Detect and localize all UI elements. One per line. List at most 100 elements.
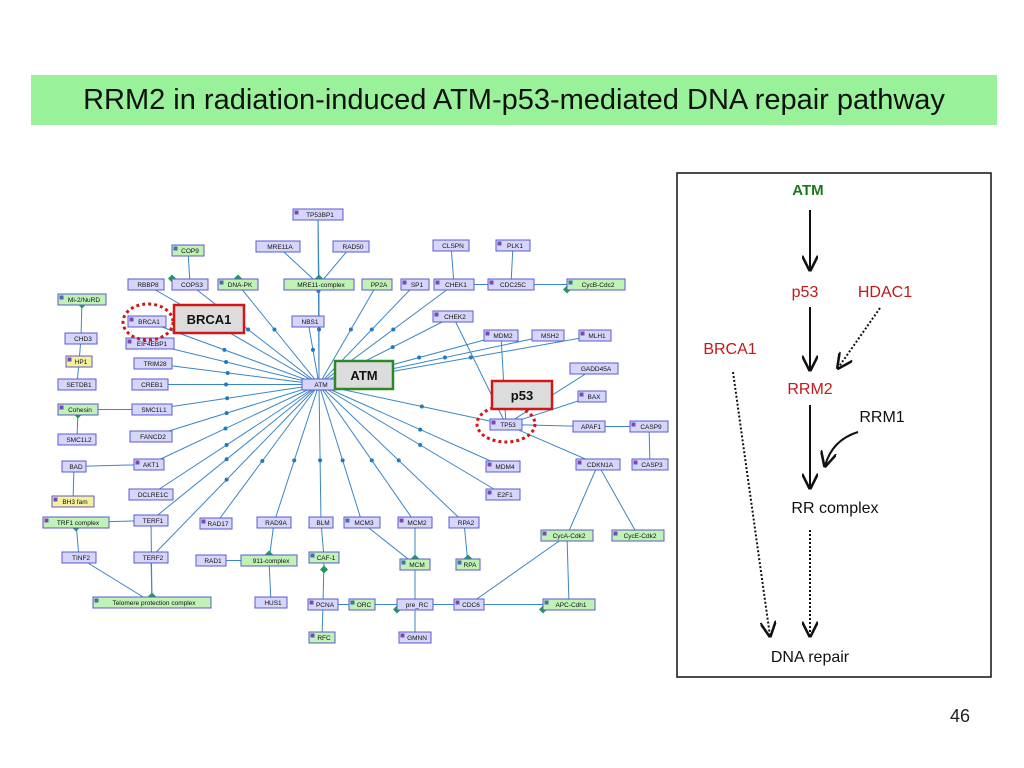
edge-dot — [224, 457, 229, 462]
edge-dot — [419, 404, 424, 409]
node-label-blm: BLM — [316, 520, 329, 527]
node-bax: BAX — [577, 390, 607, 403]
node-label-rad9a: RAD9A — [265, 520, 287, 527]
node-label-rad1: RAD1 — [204, 558, 222, 565]
node-mre11a: MRE11A — [255, 240, 301, 253]
node-label-hp1: HP1 — [75, 359, 88, 366]
node-label-pp2a: PP2A — [371, 282, 388, 289]
node-complex911: 911-complex — [240, 554, 298, 567]
edge-cdkn1a-cycacdk2 — [566, 464, 599, 536]
node-label-cycacdk2: CycA-Cdk2 — [553, 533, 586, 540]
node-label-cdc25c: CDC25C — [500, 282, 526, 289]
node-label-fancd2: FANCD2 — [140, 434, 166, 441]
node-label-trf1complex: TRF1 complex — [57, 520, 100, 527]
node-label-tinf2: TINF2 — [72, 555, 90, 562]
node-smc1l1: SMC1L1 — [131, 403, 173, 416]
edge-dot — [442, 355, 447, 360]
edge-dot — [224, 359, 229, 364]
node-label-bad: BAD — [69, 464, 83, 471]
node-plk1: PLK1 — [495, 239, 531, 252]
node-cohesin: Cohesin — [57, 403, 99, 416]
edge-mcm3-mcm — [361, 522, 416, 565]
network-edges — [72, 214, 651, 638]
node-label-chek1: CHEK1 — [445, 282, 467, 289]
edge-atm-dclre1c — [150, 384, 320, 495]
node-label-caf1: CAF-1 — [317, 555, 336, 562]
edge-atm-smc1l1 — [151, 384, 320, 410]
node-msh2: MSH2 — [531, 329, 565, 342]
node-apccdh1: APC-Cdh1 — [542, 598, 596, 611]
edge-atm-rad9a — [273, 384, 320, 523]
node-label-prerc: pre_RC — [406, 602, 429, 609]
edge-atm-terf2 — [150, 384, 320, 558]
pathway-dna-repair: DNA repair — [771, 649, 850, 666]
edge-dot — [224, 382, 229, 387]
atm-callout: ATM — [333, 359, 395, 391]
edge-dot — [468, 355, 473, 360]
node-label-terf2: TERF2 — [143, 555, 164, 562]
node-apaf1: APAF1 — [572, 420, 606, 433]
node-e2f1: E2F1 — [485, 488, 521, 501]
pathway-rrm1: RRM1 — [859, 409, 904, 426]
node-pp2a: PP2A — [361, 278, 393, 291]
node-caf1: CAF-1 — [308, 551, 340, 564]
node-orc: ORC — [348, 598, 376, 611]
node-label-atm: ATM — [314, 382, 327, 389]
node-trf1complex: TRF1 complex — [42, 516, 110, 529]
node-gmnn: GMNN — [398, 631, 432, 644]
edge-clspn-chek1 — [450, 245, 455, 285]
brca1-callout: BRCA1 — [172, 303, 246, 335]
edge-dot — [317, 327, 321, 332]
edge-plk1-cdc25c — [510, 245, 514, 285]
edge-atm-e2f1 — [318, 384, 504, 495]
edge-atm-cops3 — [189, 284, 320, 385]
node-smc1l2: SMC1L2 — [57, 433, 97, 446]
edge-atm-dnapk — [237, 284, 320, 385]
node-label-mi2nurd: Mi-2/NuRD — [68, 297, 100, 304]
edge-dot — [418, 427, 423, 432]
node-label-e2f1: E2F1 — [497, 492, 513, 499]
node-label-cop9: COP9 — [181, 248, 199, 255]
node-label-casp3: CASP3 — [641, 462, 663, 469]
node-casp3: CASP3 — [631, 458, 669, 471]
node-label-cdc6: CDC6 — [462, 602, 480, 609]
node-label-rfc: RFC — [317, 635, 331, 642]
p53-highlight-circle — [475, 404, 537, 444]
node-casp9: CASP9 — [629, 420, 669, 433]
node-tp53bp1: TP53BP1 — [292, 208, 344, 221]
node-label-gadd45a: GADD45A — [581, 366, 612, 373]
node-label-cycecdk2: CycE-Cdk2 — [624, 533, 657, 540]
node-cycecdk2: CycE-Cdk2 — [611, 529, 665, 542]
slide-number: 46 — [949, 706, 970, 726]
node-label-dnapk: DNA-PK — [228, 282, 253, 289]
node-label-tp53: TP53 — [500, 422, 516, 429]
node-cycacdk2: CycA-Cdk2 — [540, 529, 594, 542]
complex-marker — [320, 565, 328, 574]
atm-callout-label: ATM — [350, 368, 377, 383]
edge-atm-akt1 — [148, 384, 320, 465]
edge-atm-trim28 — [152, 363, 320, 385]
node-rad9a: RAD9A — [256, 516, 292, 529]
node-cdc25c: CDC25C — [487, 278, 535, 291]
node-creb1: CREB1 — [131, 378, 169, 391]
edge-caf1-pcna — [322, 557, 325, 605]
node-setdb1: SETDB1 — [57, 378, 97, 391]
pathway-rrm2: RRM2 — [787, 381, 832, 398]
node-terf1: TERF1 — [133, 514, 169, 527]
edge-dot — [340, 458, 345, 463]
node-label-bax: BAX — [587, 394, 601, 401]
pathway-atm: ATM — [792, 182, 823, 199]
node-label-rbbp8: RBBP8 — [137, 282, 159, 289]
node-label-hus1: HUS1 — [264, 600, 282, 607]
edge-dot — [369, 327, 374, 332]
node-eif4ebp1: EIF4EBP1 — [125, 337, 175, 350]
edge-atm-rpa2 — [318, 384, 465, 523]
edge-mre11a-mre11complex — [277, 246, 320, 285]
node-label-brca1: BRCA1 — [138, 319, 160, 326]
node-label-smc1l2: SMC1L2 — [66, 437, 92, 444]
node-label-complex911: 911-complex — [253, 558, 290, 565]
edge-dot — [417, 355, 422, 360]
p53-callout: p53 — [490, 379, 554, 411]
node-akt1: AKT1 — [133, 458, 165, 471]
